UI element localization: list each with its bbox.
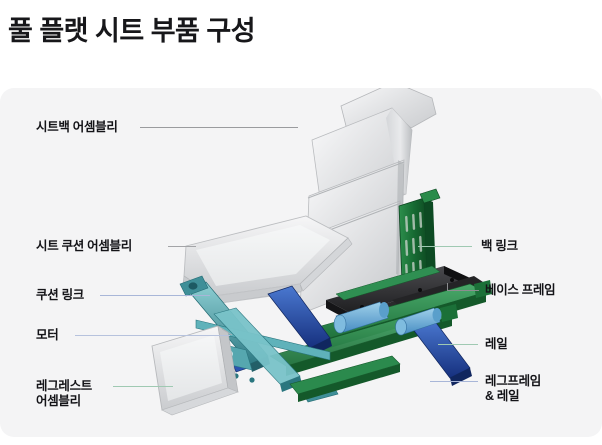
leader-line-back-link xyxy=(418,246,472,247)
callout-motor: 모터 xyxy=(36,328,59,342)
page-title: 풀 플랫 시트 부품 구성 xyxy=(8,16,256,46)
leader-line-base-frame-stem xyxy=(447,283,448,291)
part-leg-frame xyxy=(289,355,401,402)
seat-assembly-illustration xyxy=(151,88,492,416)
callout-legframe-and-rail: 레그프레임 & 레일 xyxy=(485,374,542,403)
callout-legrest-assembly: 레그레스트 어셈블리 xyxy=(36,379,93,408)
callout-seatback-assembly: 시트백 어셈블리 xyxy=(36,120,118,134)
callout-cushion-link: 쿠션 링크 xyxy=(36,288,84,302)
leader-line-rail xyxy=(438,344,478,345)
callout-rail: 레일 xyxy=(485,337,508,351)
leader-line-legframe-and-rail xyxy=(430,381,478,382)
leader-line-cushion-link xyxy=(100,295,210,296)
leader-line-seatback-assembly xyxy=(140,127,298,128)
leader-line-seat-cushion-assembly xyxy=(168,246,196,247)
exploded-view-figure xyxy=(0,88,602,437)
part-legrest-assembly xyxy=(151,325,239,416)
leader-line-legrest-assembly xyxy=(113,386,173,387)
leader-line-base-frame xyxy=(447,290,479,291)
callout-back-link: 백 링크 xyxy=(481,239,518,253)
leader-line-motor xyxy=(75,335,230,336)
callout-seat-cushion-assembly: 시트 쿠션 어셈블리 xyxy=(36,239,132,253)
callout-base-frame: 베이스 프레임 xyxy=(485,283,556,297)
